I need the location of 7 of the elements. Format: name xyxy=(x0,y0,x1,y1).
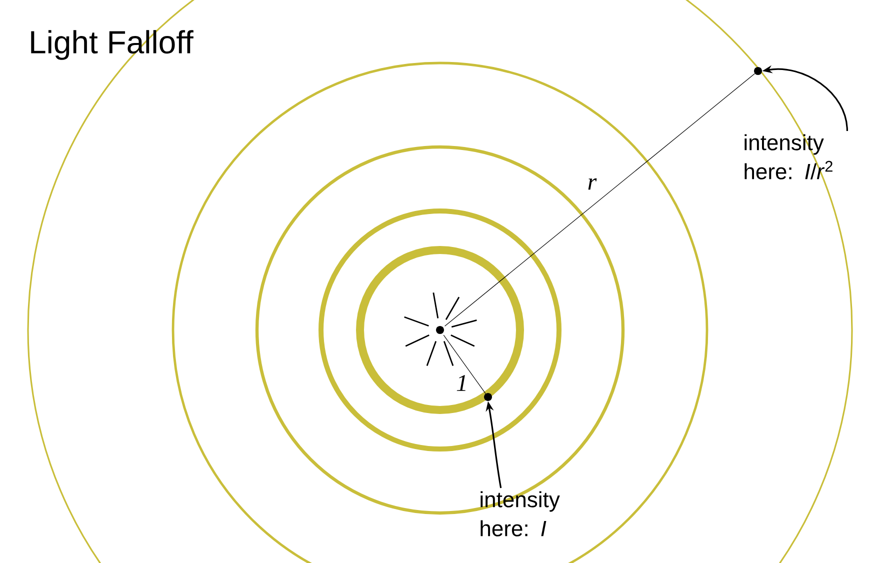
dot xyxy=(484,393,492,401)
line xyxy=(444,73,756,326)
light-source-drawing xyxy=(404,292,477,366)
dot xyxy=(754,67,762,75)
edge-label: 1 xyxy=(456,375,466,391)
line xyxy=(443,334,486,394)
edge-label: r xyxy=(588,178,597,190)
